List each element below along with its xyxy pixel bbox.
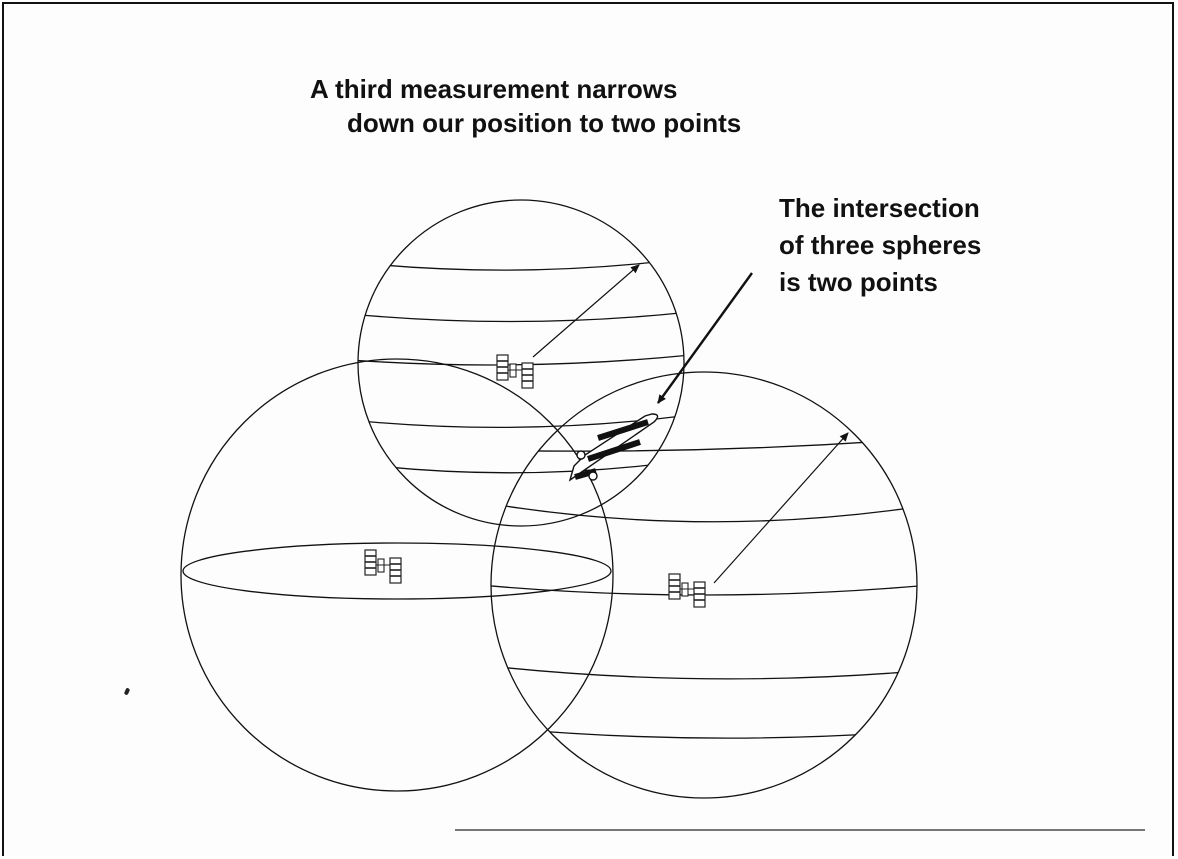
bottom-rule xyxy=(455,829,1145,831)
callout-line-2: of three spheres xyxy=(779,230,982,260)
callout-line-1: The intersection xyxy=(779,193,980,223)
right-sphere xyxy=(490,371,918,799)
intersection-point-1 xyxy=(576,450,586,460)
intersection-band xyxy=(568,413,659,482)
title-line-1: A third measurement narrows xyxy=(310,74,678,104)
right-range-arrow xyxy=(713,432,849,584)
satellite-icon xyxy=(668,573,706,608)
top-range-arrow xyxy=(532,264,640,358)
satellite-icon xyxy=(496,354,534,389)
intersection-point-2 xyxy=(588,471,598,481)
callout-line-3: is two points xyxy=(779,267,938,297)
intersection-callout: The intersection of three spheres is two… xyxy=(779,190,981,301)
title-line-2: down our position to two points xyxy=(347,108,742,138)
figure-title: A third measurement narrows down our pos… xyxy=(310,72,741,140)
left-sphere xyxy=(180,358,614,792)
satellite-icon xyxy=(364,549,402,584)
callout-arrow xyxy=(657,272,753,404)
